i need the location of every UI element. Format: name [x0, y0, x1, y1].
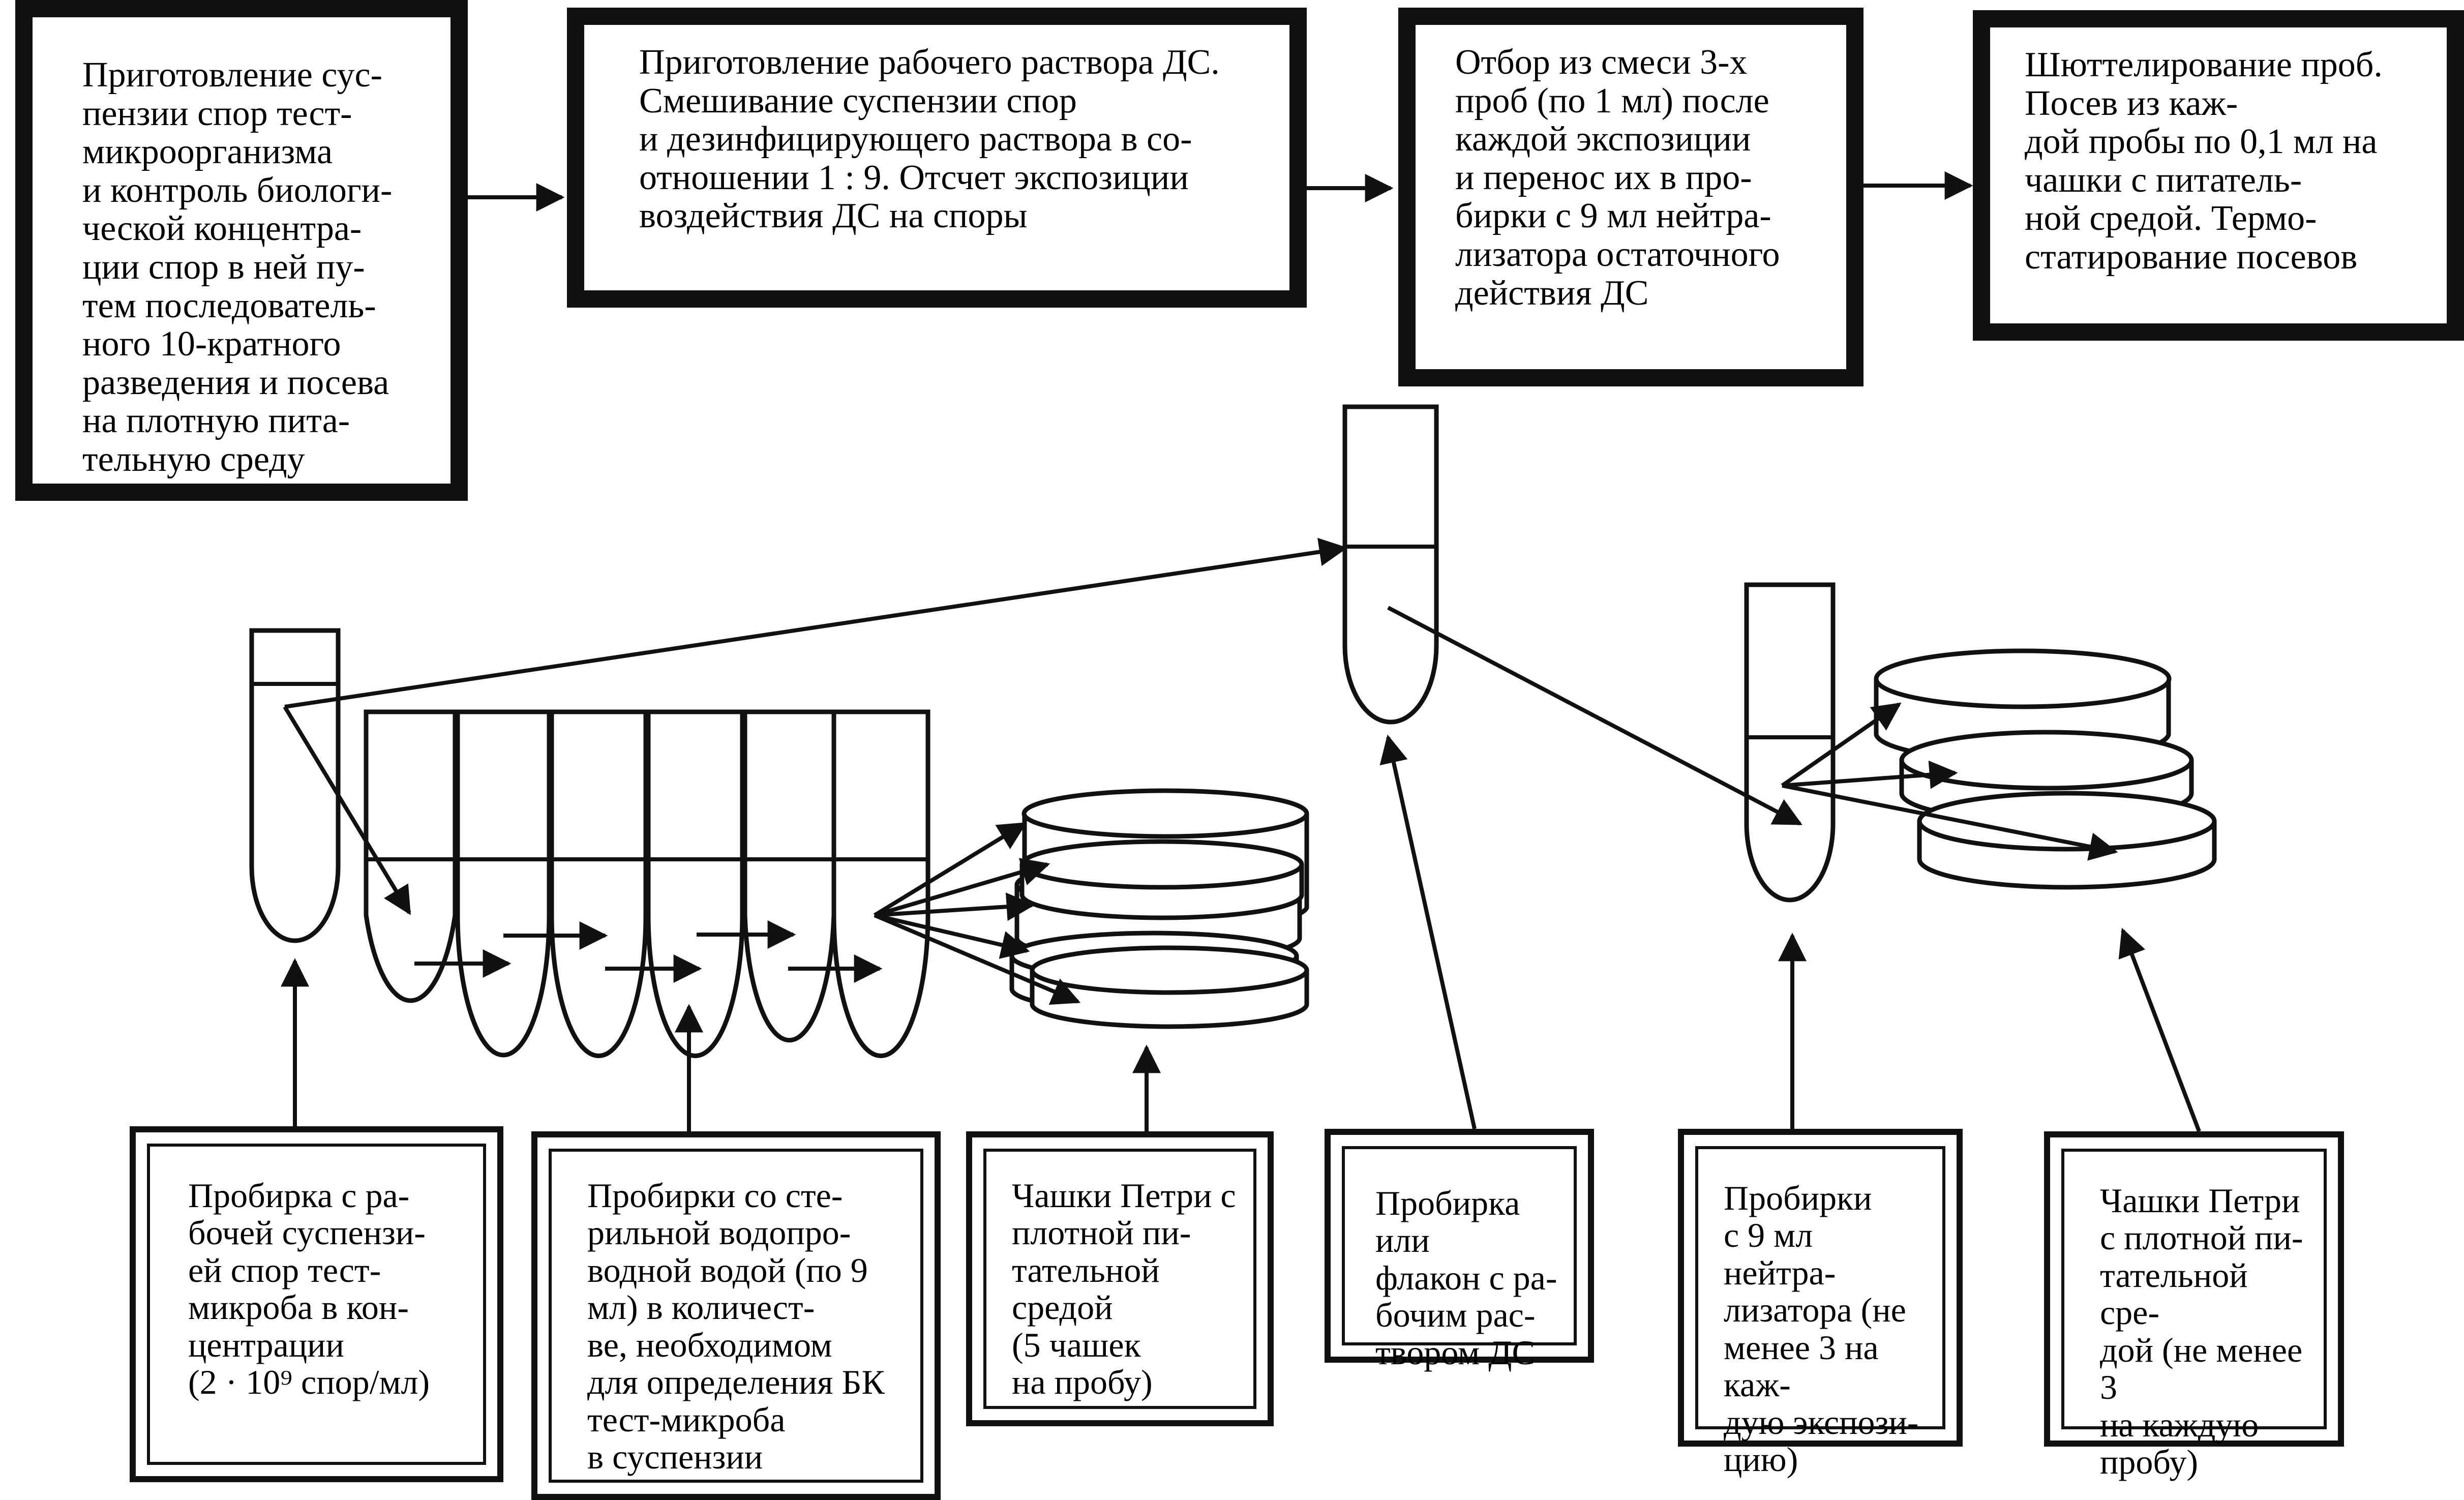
- label-text: Пробирки со сте- рильной водопро- водной…: [587, 1176, 885, 1477]
- arrow-to-dish-3: [874, 892, 1035, 921]
- step-text: Шюттелирование проб. Посев из каж- дой п…: [2025, 45, 2383, 277]
- dilution-tube-4: [646, 709, 745, 1058]
- pointer-label-4: [1379, 734, 1477, 1129]
- label-text: Пробирка с ра- бочей суспензи- ей спор т…: [188, 1176, 430, 1402]
- label-box-1: Пробирка с ра- бочей суспензи- ей спор т…: [130, 1126, 503, 1482]
- step-box-3: Отбор из смеси 3-х проб (по 1 мл) после …: [1398, 8, 1864, 386]
- label-text: Чашки Петри с плотной пи- тательной сре-…: [2100, 1181, 2303, 1482]
- ds-solution-tube: [1342, 404, 1439, 725]
- arrow-to-dish-1: [873, 822, 1027, 917]
- petri-dish-stack-right: [1874, 648, 2217, 890]
- dilution-tube-6: [831, 709, 930, 1058]
- arrow-suspension-to-ds-tube: [284, 537, 1348, 709]
- dilution-tube-3: [549, 709, 648, 1058]
- label-text: Пробирка или флакон с ра- бочим рас- тво…: [1375, 1184, 1557, 1372]
- label-box-3: Чашки Петри с плотной пи- тательной сред…: [966, 1131, 1274, 1426]
- pointer-label-6: [2118, 927, 2201, 1132]
- petri-dish: [1030, 945, 1309, 1029]
- step-box-1: Приготовление сус- пензии спор тест- мик…: [15, 0, 468, 501]
- label-text: Чашки Петри с плотной пи- тательной сред…: [1012, 1176, 1236, 1402]
- step-text: Приготовление рабочего раствора ДС. Смеш…: [639, 43, 1220, 236]
- step-text: Отбор из смеси 3-х проб (по 1 мл) после …: [1455, 43, 1780, 313]
- label-box-5: Пробирки с 9 мл нейтра- лизатора (не мен…: [1678, 1129, 1963, 1478]
- arrow-ds-to-neutralizer: [1387, 606, 1802, 826]
- step-box-4: Шюттелирование проб. Посев из каж- дой п…: [1973, 10, 2464, 341]
- arrow-neutralizer-to-dish-2: [1782, 760, 1958, 789]
- arrow-to-dish-5: [874, 913, 1081, 1005]
- label-box-4: Пробирка или флакон с ра- бочим рас- тво…: [1325, 1129, 1594, 1371]
- arrow-to-dish-2: [874, 858, 1050, 917]
- petri-dish: [1019, 839, 1304, 920]
- arrow-neutralizer-to-dish-3: [1782, 784, 2118, 861]
- neutralizer-tube: [1744, 582, 1836, 903]
- step-text: Приготовление сус- пензии спор тест- мик…: [82, 55, 393, 479]
- petri-dish: [1917, 791, 2217, 890]
- label-box-2: Пробирки со сте- рильной водопро- водной…: [531, 1131, 941, 1500]
- dilution-tube-1: [364, 709, 458, 1003]
- label-text: Пробирки с 9 мл нейтра- лизатора (не мен…: [1724, 1179, 1919, 1479]
- arrow-suspension-to-dilution: [283, 705, 411, 915]
- label-box-6: Чашки Петри с плотной пи- тательной сре-…: [2044, 1131, 2344, 1481]
- suspension-tube: [249, 628, 341, 943]
- petri-dish-stack-left: [1009, 788, 1309, 1029]
- arrow-to-dish-4: [874, 913, 1030, 959]
- step-box-2: Приготовление рабочего раствора ДС. Смеш…: [567, 8, 1307, 308]
- dilution-tube-2: [455, 709, 552, 1058]
- arrow-neutralizer-to-dish-1: [1781, 702, 1902, 788]
- dilution-tube-5: [742, 709, 836, 1043]
